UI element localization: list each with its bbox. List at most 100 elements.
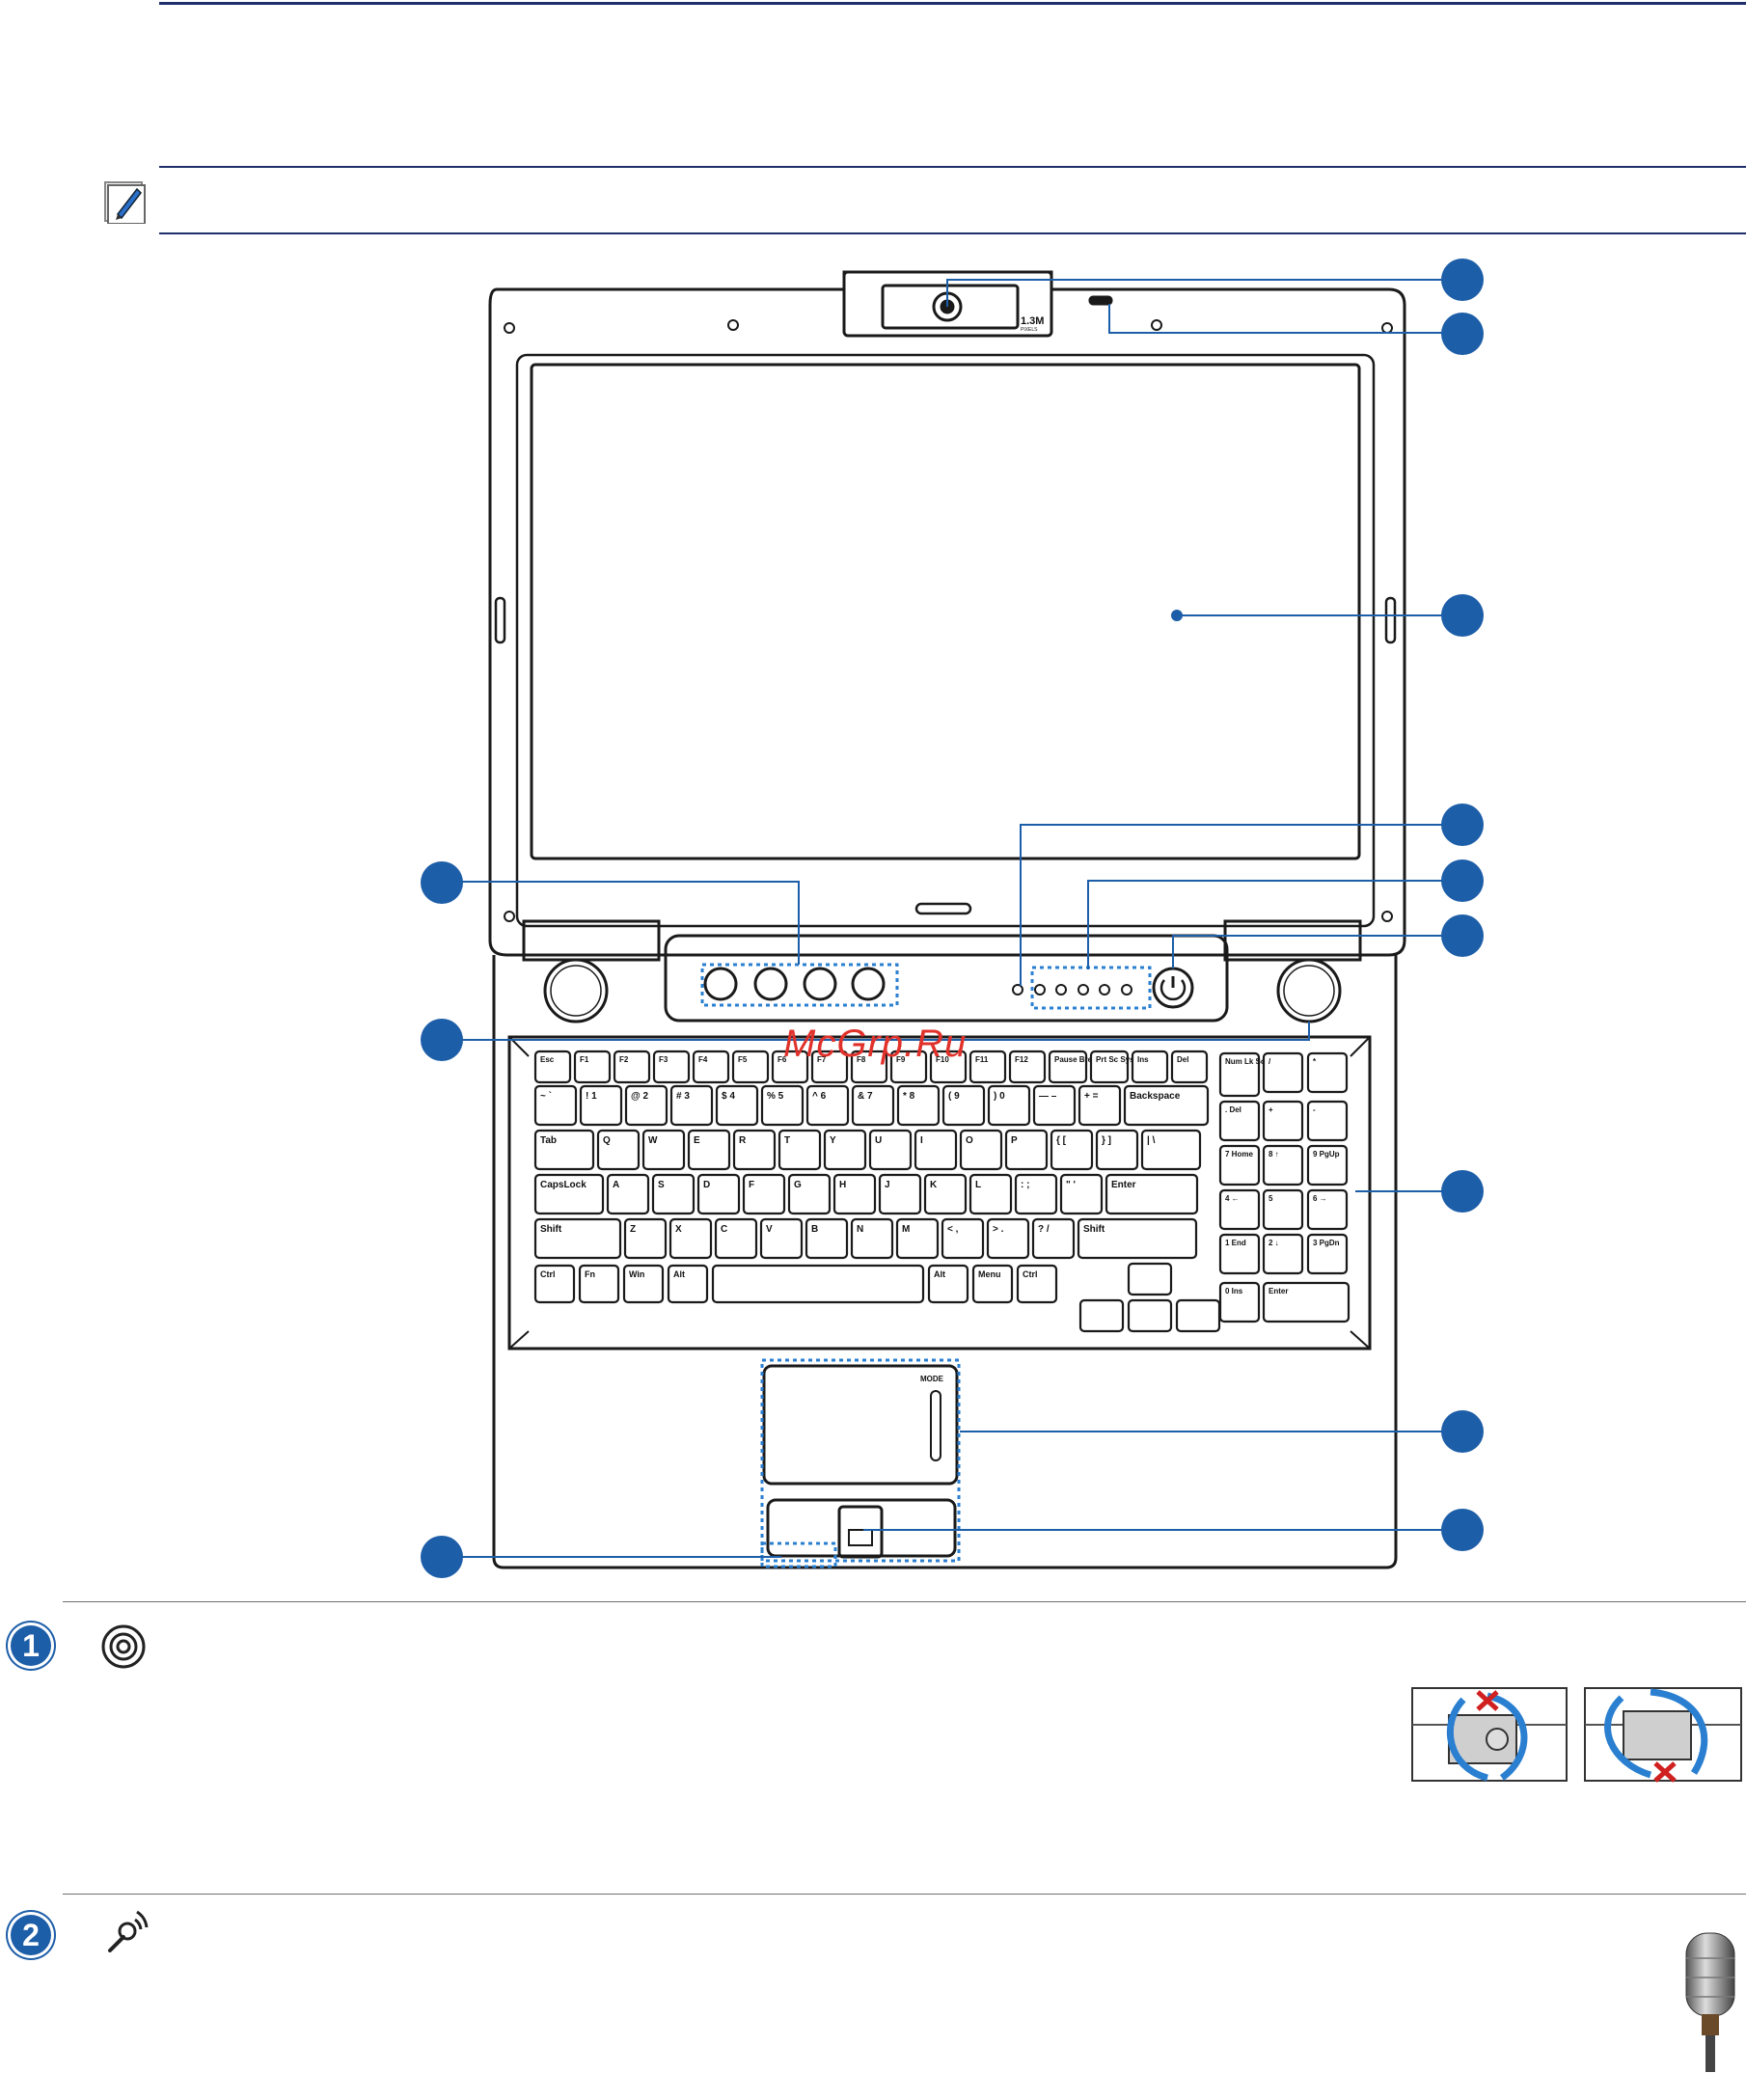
key [641, 1129, 686, 1171]
key-label: Ins [1137, 1055, 1149, 1064]
key-label: U [875, 1135, 882, 1146]
key [533, 1084, 578, 1127]
callout-power [1441, 914, 1484, 957]
key [760, 1084, 805, 1127]
key-label: J [885, 1180, 890, 1190]
key [987, 1084, 1031, 1127]
key [986, 1217, 1030, 1260]
key [805, 1217, 849, 1260]
key-label: Pause Break [1054, 1055, 1102, 1064]
key-label: 8 ↑ [1269, 1150, 1279, 1159]
key-label: Menu [978, 1269, 1001, 1279]
key [810, 1050, 849, 1084]
key-label: F7 [817, 1055, 827, 1064]
key [923, 1173, 968, 1215]
key [941, 1217, 985, 1260]
arrow-key [1127, 1262, 1173, 1296]
key-label: Backspace [1130, 1091, 1181, 1102]
key-label: C [721, 1224, 727, 1235]
note-rule-top [159, 166, 1746, 168]
top-rule [159, 2, 1746, 5]
key-label: F4 [698, 1055, 708, 1064]
key-label: F3 [659, 1055, 668, 1064]
base-outline [492, 955, 1398, 1569]
key-label: # 3 [676, 1091, 690, 1102]
key-label: 4 ← [1225, 1194, 1240, 1203]
key-label: Ctrl [540, 1269, 556, 1279]
touchpad-mode: MODE [920, 1375, 944, 1383]
key [895, 1217, 940, 1260]
key [613, 1050, 651, 1084]
speaker-right [1276, 958, 1342, 1023]
key [968, 1050, 1007, 1084]
key [533, 1217, 622, 1260]
key-label: Shift [1083, 1224, 1105, 1235]
key [1262, 1100, 1304, 1142]
key-label: Alt [673, 1269, 685, 1279]
key [692, 1050, 730, 1084]
key-label: Enter [1111, 1180, 1136, 1190]
key [914, 1129, 958, 1171]
key-label: E [694, 1135, 700, 1146]
key-label: { [ [1056, 1135, 1067, 1146]
key-label: 9 PgUp [1313, 1150, 1340, 1159]
callout-instant-keys [421, 861, 463, 904]
key [1218, 1100, 1261, 1142]
key [533, 1050, 572, 1084]
callout-touchpad [1441, 1410, 1484, 1453]
key [533, 1129, 595, 1171]
key [1306, 1144, 1349, 1186]
key-label: Fn [585, 1269, 595, 1279]
key [959, 1129, 1003, 1171]
key-label: F9 [896, 1055, 906, 1064]
camera-rotate-illustration-bad [1583, 1686, 1743, 1783]
key-label: M [902, 1224, 910, 1235]
callout-status-led [1441, 804, 1484, 846]
section-2-number: 2 [8, 1912, 54, 1958]
key-label: F12 [1015, 1055, 1028, 1064]
key-label: — – [1039, 1091, 1057, 1102]
key-label: " ' [1066, 1180, 1076, 1190]
key [1059, 1173, 1104, 1215]
key-label: P [1011, 1135, 1018, 1146]
key-label: + [1269, 1105, 1273, 1114]
callout-microphone [1441, 313, 1484, 355]
callout-speakers [421, 1019, 463, 1061]
callout-indicators [1441, 859, 1484, 902]
key-label: Enter [1269, 1287, 1288, 1295]
key-label: W [648, 1135, 658, 1146]
key [715, 1084, 759, 1127]
key [1123, 1084, 1210, 1127]
key-label: * 8 [903, 1091, 915, 1102]
control-panel [664, 934, 1229, 1023]
key-label: F11 [975, 1055, 989, 1064]
key [787, 1173, 832, 1215]
lid-outline [488, 270, 1406, 957]
key-label: F [749, 1180, 754, 1190]
camera-rotate-illustration-ok [1410, 1686, 1569, 1783]
key [805, 1084, 850, 1127]
key [968, 1173, 1013, 1215]
key [1218, 1281, 1261, 1323]
key [1218, 1188, 1261, 1231]
key [732, 1129, 777, 1171]
key [1218, 1233, 1261, 1275]
key [1262, 1144, 1304, 1186]
key [731, 1050, 770, 1084]
key-label: ~ ` [540, 1091, 552, 1102]
mic-slot [1088, 295, 1113, 306]
callout-keyboard [1441, 1170, 1484, 1213]
camera-sub: PIXELS [1021, 327, 1038, 333]
key [823, 1129, 867, 1171]
key [1032, 1084, 1077, 1127]
key-label: > . [993, 1224, 1004, 1235]
key [1004, 1129, 1049, 1171]
microphone-illustration [1678, 1929, 1742, 2074]
key-label: Esc [540, 1055, 555, 1064]
key-label: Win [629, 1269, 644, 1279]
key [651, 1173, 696, 1215]
key [1014, 1173, 1058, 1215]
key-label: Z [630, 1224, 636, 1235]
